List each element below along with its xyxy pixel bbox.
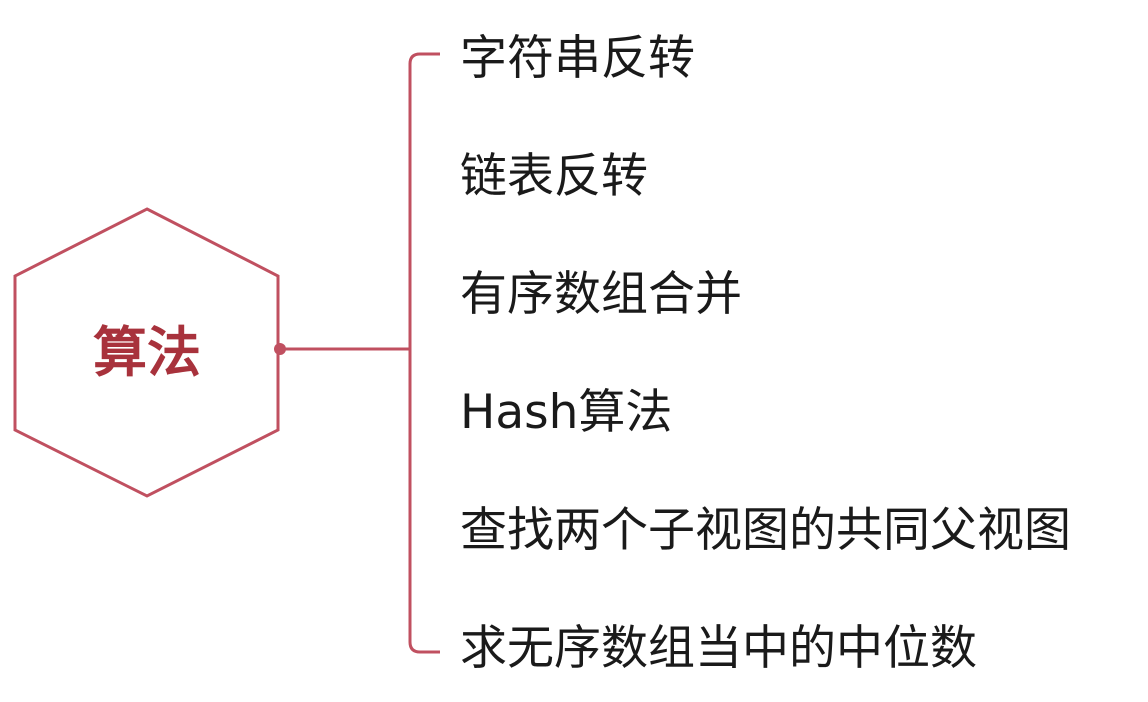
center-hexagon-shape bbox=[13, 207, 280, 498]
branch-item-string-reverse: 字符串反转 bbox=[460, 31, 695, 86]
branch-item-common-parent-view: 查找两个子视图的共同父视图 bbox=[460, 503, 1071, 558]
branch-bracket bbox=[408, 52, 440, 654]
branch-item-hash-algorithm: Hash算法 bbox=[460, 385, 673, 440]
branch-item-sorted-array-merge: 有序数组合并 bbox=[460, 267, 742, 322]
branch-item-linked-list-reverse: 链表反转 bbox=[460, 149, 648, 204]
center-connector-dot bbox=[274, 343, 286, 355]
branch-item-unsorted-array-median: 求无序数组当中的中位数 bbox=[460, 621, 977, 676]
center-node-label: 算法 bbox=[93, 321, 201, 384]
